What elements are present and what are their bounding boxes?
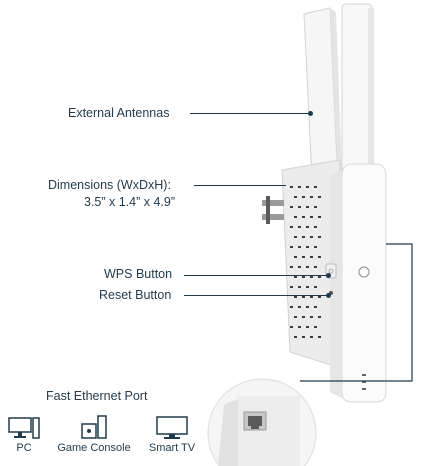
dimensions-value: 3.5” x 1.4” x 4.9” <box>84 195 176 209</box>
device-pc: PC <box>4 414 44 454</box>
device-label: Game Console <box>57 442 131 454</box>
power-plug <box>262 196 284 224</box>
device-smart-tv: Smart TV <box>142 414 202 454</box>
port-connector-line <box>300 243 413 382</box>
fast-ethernet-port-label: Fast Ethernet Port <box>46 389 148 403</box>
right-antenna <box>341 3 374 187</box>
reset-leader-line <box>184 295 328 297</box>
device-label: Smart TV <box>148 442 196 454</box>
antennas-leader-dot <box>308 111 313 116</box>
device-label: PC <box>16 442 32 454</box>
external-antennas-label: External Antennas <box>68 106 170 120</box>
smart-tv-icon <box>156 416 188 439</box>
game-console-icon <box>81 415 107 439</box>
reset-leader-dot <box>326 293 331 298</box>
wps-button-label: WPS Button <box>104 267 173 281</box>
pc-icon <box>8 417 40 439</box>
wps-leader-line <box>184 275 328 277</box>
device-side-panel <box>281 159 341 369</box>
dimensions-leader-line <box>194 185 286 187</box>
device-front <box>330 163 387 403</box>
ethernet-port-callout <box>207 378 317 466</box>
reset-button-label: Reset Button <box>99 288 172 302</box>
dimensions-title: Dimensions (WxDxH): <box>48 178 171 192</box>
device-game-console: Game Console <box>52 414 136 454</box>
antennas-leader-line <box>190 113 310 115</box>
wps-leader-dot <box>326 273 331 278</box>
